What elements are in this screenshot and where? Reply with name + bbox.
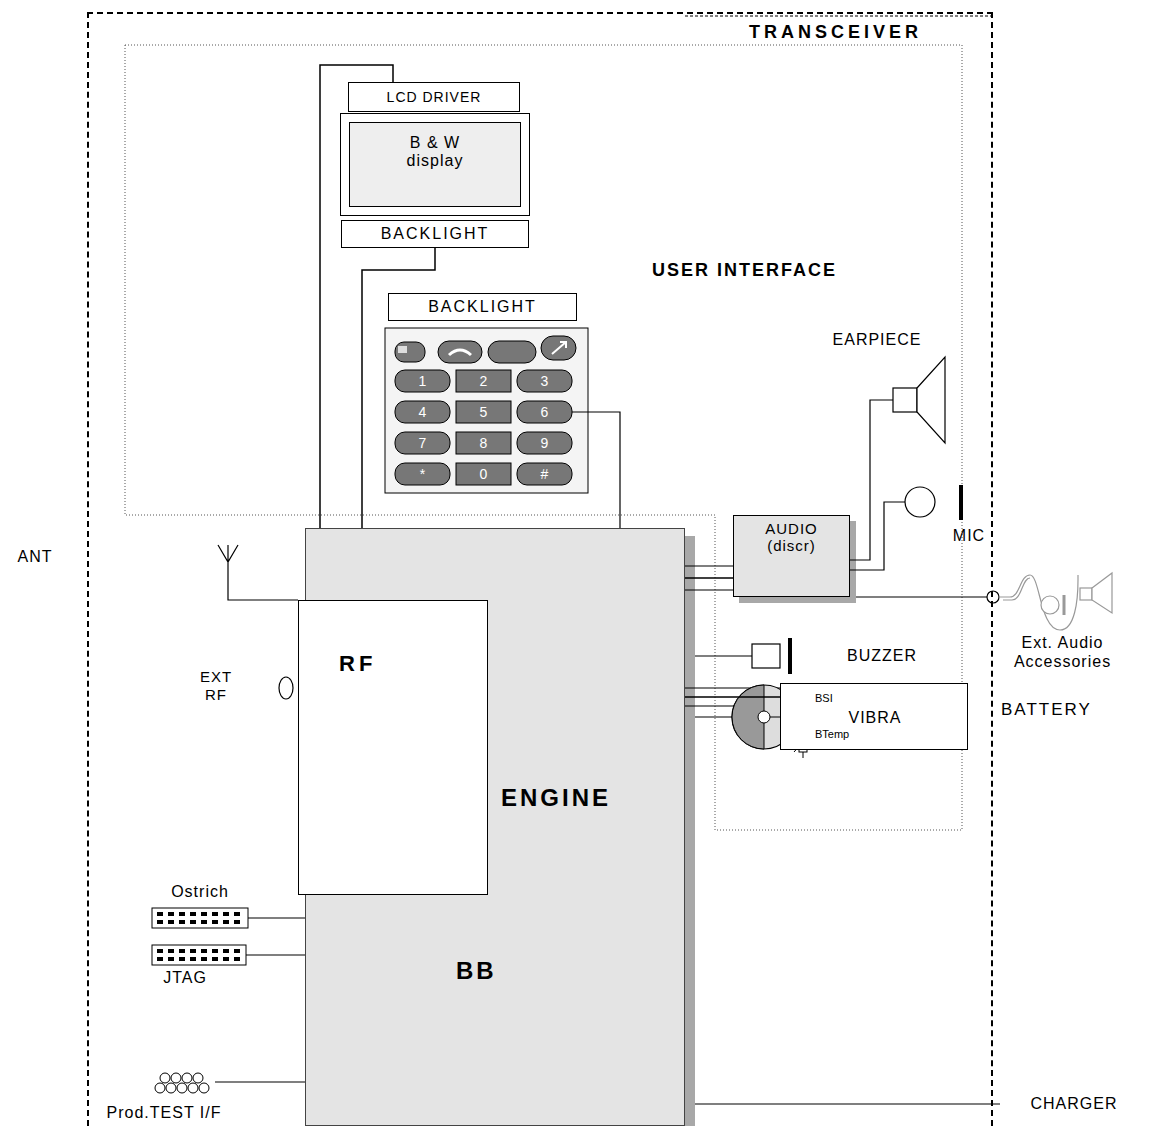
node-text: LCD DRIVER [387,89,482,105]
part-label: BUZZER [832,646,932,665]
node-text: B & W display [400,134,470,170]
key-label: 6 [517,404,572,421]
key-label: 0 [456,466,511,483]
key-label: 7 [395,435,450,452]
node-text: BTemp [815,728,849,740]
key-label: 3 [517,373,572,390]
node-text: BATTERY [1001,700,1092,720]
engine-block: ENGINE BB RF [305,528,685,1126]
part-label: Prod.TEST I/F [89,1103,239,1122]
node-text: BSI [815,692,833,704]
housing-outline: TRANSCEIVER USER INTERFACE LCD DRIVER B & W… [87,12,993,1126]
node-text: TRANSCEIVER [749,22,922,43]
node-text: ENGINE [501,784,611,812]
part-label: CHARGER [1004,1094,1144,1113]
part-label: VIBRA [830,708,920,727]
key-label: 4 [395,404,450,421]
keypad [385,328,588,493]
backlight-box: BACKLIGHT [341,220,529,248]
wire-connector [685,696,780,698]
node-text: BACKLIGHT [381,225,490,243]
mic-symbol [905,485,961,520]
part-label: EARPIECE [812,330,942,349]
audio-block: AUDIO (discr) [733,515,850,597]
key-label: * [395,466,450,483]
rf-connector [279,677,293,699]
part-label: JTAG [150,968,220,987]
node-text: RF [339,651,376,677]
earpiece-symbol [893,357,945,443]
part-label: Ext. Audio Accessories [1000,633,1125,671]
headset-symbol [987,573,1112,630]
part-label: Ostrich [160,882,240,901]
key-label: 9 [517,435,572,452]
key-label: 5 [456,404,511,421]
test-pads [155,1073,209,1093]
border-line [685,16,993,17]
node-text: BACKLIGHT [428,298,537,316]
buzzer-symbol [752,638,790,674]
key-label: # [517,466,572,483]
wire-connector [685,577,733,579]
display-box: B & W display [340,113,530,216]
node-text: USER INTERFACE [652,260,837,281]
part-label: MIC [944,526,994,545]
node-text: AUDIO (discr) [754,520,829,554]
key-label: 1 [395,373,450,390]
driver-box: LCD DRIVER [348,82,520,112]
backlight-box: BACKLIGHT [388,293,577,321]
rf-block: RF [298,600,488,895]
pin-header [152,908,248,965]
part-label: ANT [10,547,60,566]
pin [157,912,240,961]
part-label: EXT RF [190,668,242,704]
node-text: BB [456,957,497,985]
key-label: 2 [456,373,511,390]
key-label: 8 [456,435,511,452]
